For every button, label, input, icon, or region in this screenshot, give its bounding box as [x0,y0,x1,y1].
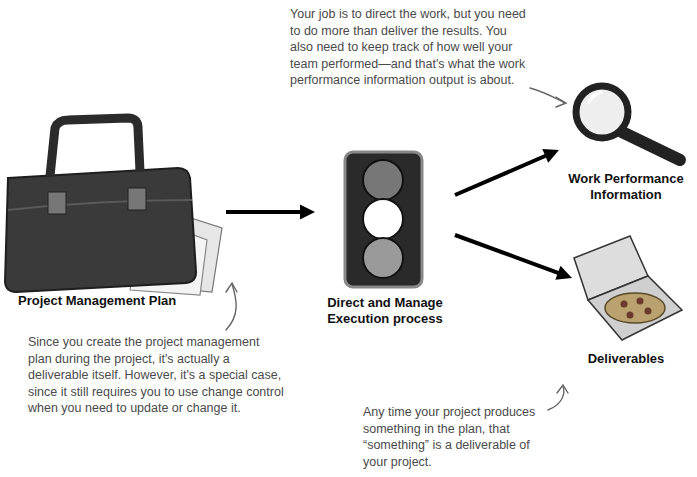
illustrated-node: Work Performance Information [559,82,693,205]
arrow-head [300,205,315,220]
flow-arrow [455,149,559,195]
briefcase-flap [8,200,192,210]
arrow-shaft [226,210,303,214]
briefcase-handle [50,118,140,176]
flow-arrow [226,205,315,220]
leader-head [556,97,566,107]
arrow-head [542,149,559,163]
leader-arrow [548,386,564,410]
pizza [605,293,665,323]
pizza-box-icon [574,236,682,340]
briefcase-buckle [128,188,146,210]
light-lamp [363,160,403,200]
light-lamp [363,238,403,278]
illustrated-node: Deliverables [572,238,680,369]
arrow-head [555,266,572,280]
arrow-shaft [455,235,561,274]
leader-arrow [530,88,565,103]
note-leaders [226,88,568,410]
arrow-shaft [455,155,548,195]
handwritten-note: Since you create the project management … [28,334,286,417]
traffic-light-icon [345,152,422,287]
node-label: Project Management Plan [18,293,222,309]
handwritten-note: Any time your project produces something… [363,404,549,470]
light-lamp [363,199,403,239]
handwritten-note: Your job is to direct the work, but you … [290,6,528,89]
node-label: Deliverables [576,351,676,367]
pepperoni [637,298,644,305]
node-label: Work Performance Information [563,171,689,203]
lens-glint [588,92,602,104]
magnifier-icon [576,86,680,160]
briefcase-buckle [48,192,66,214]
magnifier-handle [622,132,680,160]
pepperoni [621,301,628,308]
node-label: Direct and Manage Execution process [319,295,451,327]
leader-head [557,385,568,393]
flow-arrow [455,235,572,280]
briefcase-body [5,168,196,292]
box-base [588,276,682,340]
magnifier-lens [576,86,628,138]
briefcase-icon [5,118,222,295]
leader-arrow [226,284,236,330]
leader-head [226,283,237,292]
pepperoni [645,308,652,315]
illustrated-node: Direct and Manage Execution process [315,150,455,329]
pepperoni [627,312,634,319]
illustrated-node: Project Management Plan [4,118,226,311]
traffic-light-body [345,152,422,287]
